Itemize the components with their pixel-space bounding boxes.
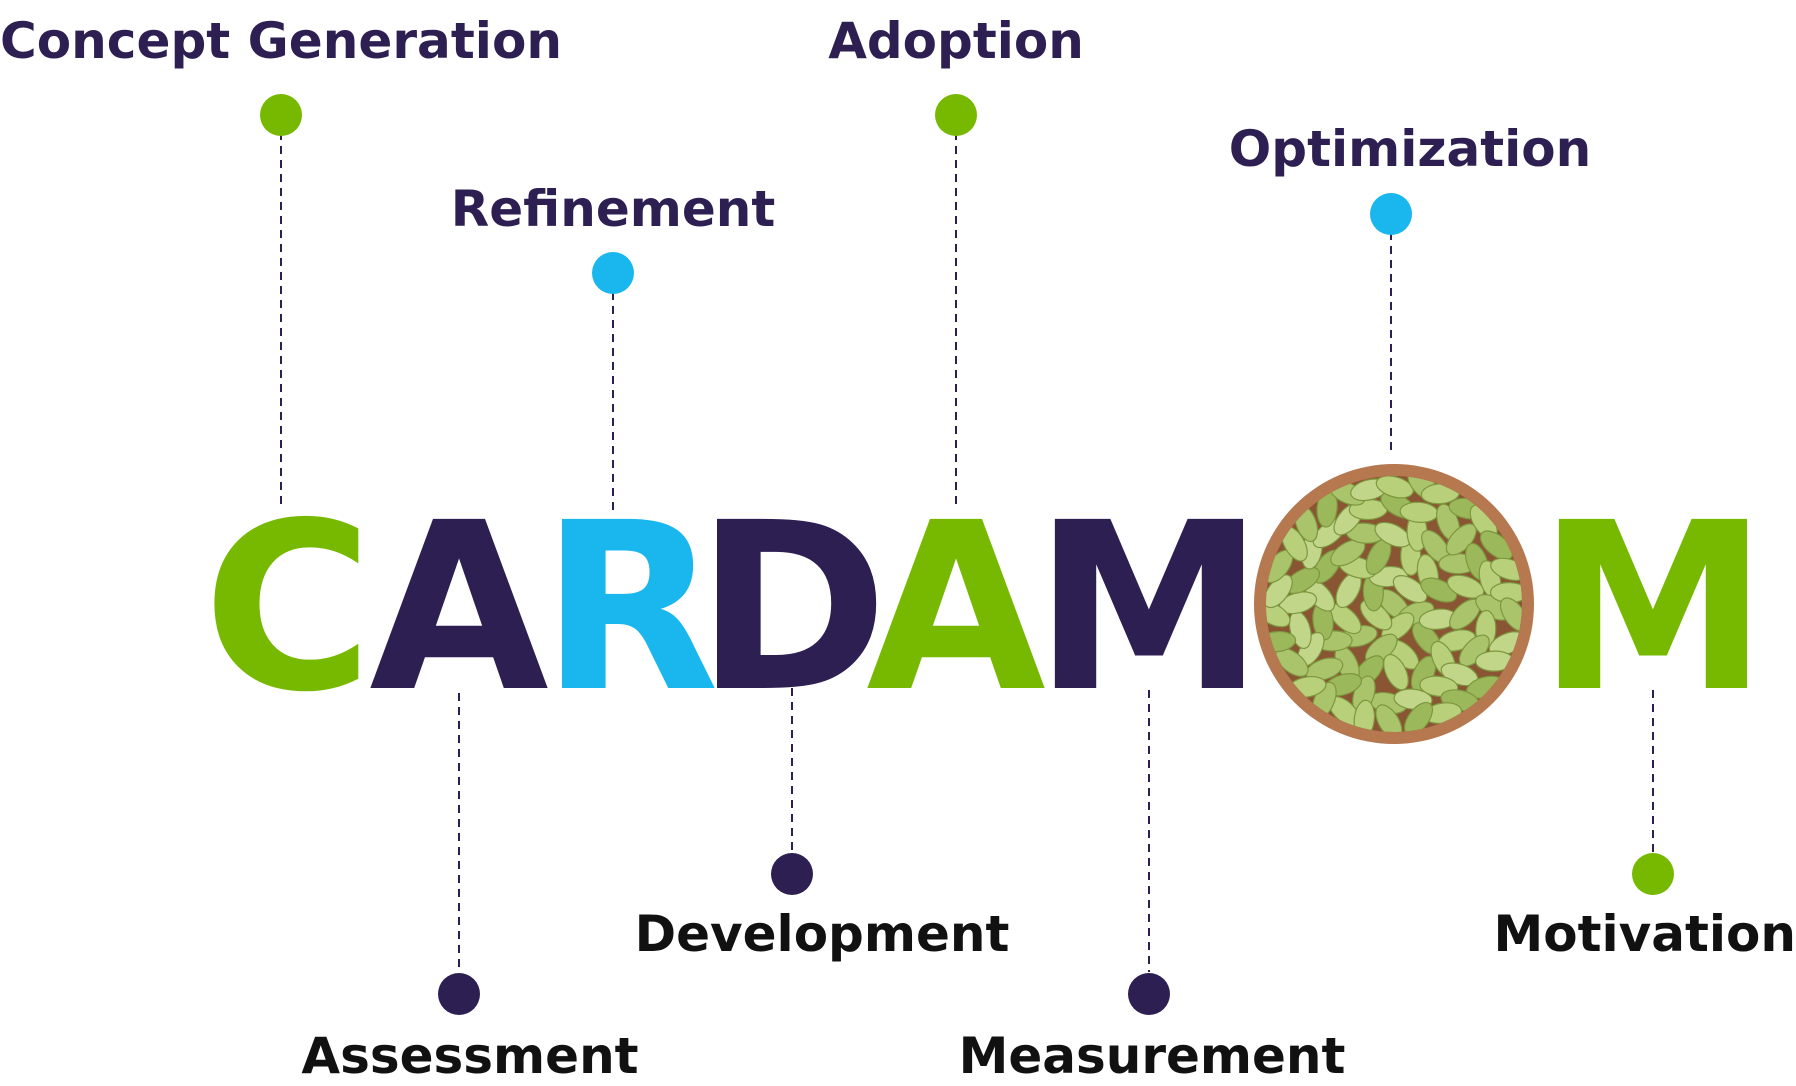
dot-measurement [1128, 973, 1170, 1015]
cardamom-pod [1392, 575, 1428, 604]
dot-concept-generation [260, 94, 302, 136]
label-adoption: Adoption [828, 12, 1084, 70]
label-optimization: Optimization [1229, 120, 1591, 178]
connector-dots [260, 94, 1674, 1015]
cardamom-pod [1266, 574, 1293, 609]
cardamom-pod [1375, 704, 1403, 732]
cardamom-bowl-icon [1254, 464, 1534, 744]
label-motivation: Motivation [1494, 905, 1796, 963]
letter-a-second: A [866, 473, 1046, 743]
cardamom-pod [1375, 476, 1414, 499]
label-measurement: Measurement [959, 1027, 1346, 1085]
cardamom-pod [1479, 530, 1514, 561]
letter-c: C [203, 473, 373, 743]
letter-a-first: A [369, 473, 549, 743]
connector-lines [280, 132, 1654, 972]
label-refinement: Refinement [451, 180, 776, 238]
label-assessment: Assessment [301, 1027, 638, 1085]
letter-r: R [541, 473, 720, 743]
dot-refinement [592, 252, 634, 294]
dot-optimization [1370, 193, 1412, 235]
letter-m-second: M [1538, 473, 1769, 743]
dot-motivation [1632, 853, 1674, 895]
dot-development [771, 853, 813, 895]
letter-m-first: M [1034, 473, 1265, 743]
cardamom-pod [1403, 701, 1434, 732]
label-development: Development [635, 905, 1010, 963]
dot-adoption [935, 94, 977, 136]
cardamom-pod [1446, 574, 1485, 599]
cardamom-word: C A R D A M M [203, 473, 1769, 743]
label-concept-generation: Concept Generation [0, 12, 562, 70]
dot-assessment [438, 973, 480, 1015]
letter-d: D [696, 473, 889, 743]
